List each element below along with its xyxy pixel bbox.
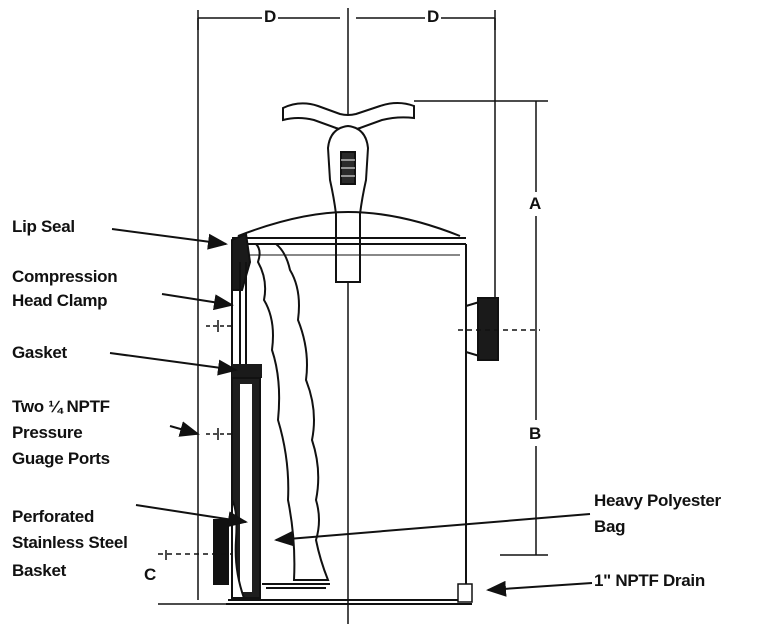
label-basket-line1: Perforated [12, 507, 95, 526]
dim-a-label: A [527, 194, 544, 213]
bag-shape [255, 243, 330, 589]
dim-d-left-label: D [262, 7, 279, 26]
label-basket-line3: Basket [12, 561, 66, 580]
label-lip-seal: Lip Seal [12, 217, 75, 236]
drain-fitting [457, 583, 473, 603]
label-basket-line2: Stainless Steel [12, 533, 128, 552]
label-drain: 1" NPTF Drain [594, 571, 705, 590]
label-bag-line2: Bag [594, 517, 626, 536]
leader-arrows [109, 228, 593, 597]
left-port-marks [206, 320, 232, 440]
basket-arrow [135, 504, 248, 528]
ports-arrow [169, 421, 200, 437]
gasket-arrow [109, 352, 238, 376]
cover [232, 210, 466, 245]
dimension-ab [414, 100, 548, 556]
lip-seal-arrow [111, 228, 228, 250]
bag-arrow [274, 513, 591, 547]
label-ports-line3: Guage Ports [12, 449, 110, 468]
label-gasket: Gasket [12, 343, 67, 362]
gasket-shape [232, 364, 262, 378]
basket-shape [213, 377, 261, 599]
label-ports-line1: Two ¼ NPTF [12, 397, 110, 416]
housing [226, 244, 472, 605]
drain-arrow [486, 580, 593, 597]
yoke [326, 124, 370, 283]
label-bag-line1: Heavy Polyester [594, 491, 721, 510]
dim-c-label: C [142, 565, 159, 584]
t-handle [282, 102, 415, 131]
right-port [458, 297, 540, 361]
label-compression-line1: Compression [12, 267, 118, 286]
dimension-c [158, 550, 232, 605]
dim-d-right-label: D [425, 7, 442, 26]
label-compression-line2: Head Clamp [12, 291, 108, 310]
clamp-detail [231, 232, 252, 368]
label-ports-line2: Pressure [12, 423, 83, 442]
dim-b-label: B [527, 424, 544, 443]
clamp-arrow [161, 293, 234, 311]
